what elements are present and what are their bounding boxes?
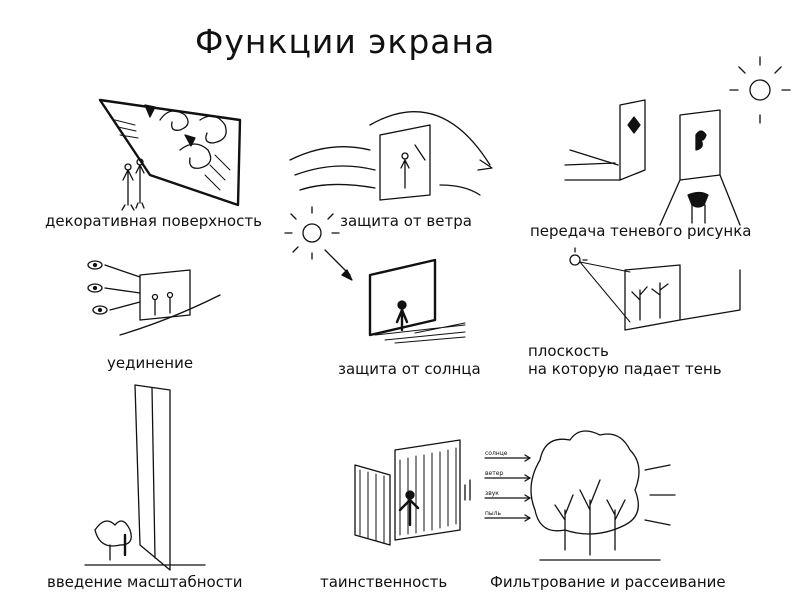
shadow-pattern-sketch [564, 56, 791, 226]
filter-arrow-wind: ветер [485, 470, 503, 477]
filter-arrow-sound: звук [485, 490, 499, 497]
sun-protection-sketch [368, 258, 466, 344]
label-plane-line2: на которую падает тень [528, 360, 722, 378]
solitude-sketch [87, 260, 221, 336]
page-title: Функции экрана [195, 22, 496, 61]
label-scale: введение масштабности [47, 573, 243, 591]
label-wind-protection: защита от ветра [340, 212, 472, 230]
shadow-plane-sketch [569, 247, 741, 331]
label-solitude: уединение [107, 354, 194, 372]
label-filtering: Фильтрование и рассеивание [490, 573, 726, 591]
decorative-surface-sketch [98, 98, 242, 211]
filtering-sketch: солнце ветер звук пыль [484, 430, 676, 561]
label-shadow-pattern: передача теневого рисунка [530, 222, 752, 240]
label-mystery: таинственность [320, 573, 448, 591]
filter-arrow-sun: солнце [485, 450, 508, 457]
label-sun-protection: защита от солнца [338, 360, 481, 378]
label-decorative-surface: декоративная поверхность [45, 212, 262, 230]
filter-arrow-dust: пыль [485, 510, 501, 517]
wind-protection-sketch [289, 111, 493, 201]
label-plane-line1: плоскость [528, 342, 609, 360]
sun-icon [284, 206, 353, 281]
scale-sketch [84, 384, 206, 571]
mystery-sketch [354, 439, 471, 546]
